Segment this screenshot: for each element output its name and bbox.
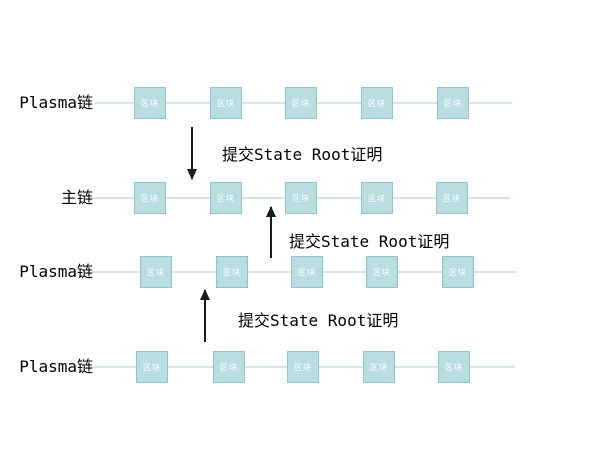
block: 区块 [285,87,317,119]
annotation-text: 提交State Root证明 [289,232,450,251]
chain-label-plasma-2: Plasma链 [19,262,93,281]
chain-label-plasma-1: Plasma链 [19,93,93,112]
block-label: 区块 [449,267,467,277]
block-label: 区块 [147,267,165,277]
block-label: 区块 [298,267,316,277]
arrow-up-icon [266,206,276,258]
chain-row-plasma-3: Plasma链 区块 区块 区块 区块 区块 [0,351,600,383]
block: 区块 [437,87,469,119]
chain-row-plasma-1: Plasma链 区块 区块 区块 区块 区块 [0,87,600,119]
block-label: 区块 [223,267,241,277]
chain-row-plasma-2: Plasma链 区块 区块 区块 区块 区块 [0,256,600,288]
block: 区块 [363,351,395,383]
block: 区块 [216,256,248,288]
chain-label-main-chain: 主链 [60,188,93,207]
block: 区块 [136,351,168,383]
chain-row-main-chain: 主链 区块 区块 区块 区块 区块 [0,182,600,214]
block-label: 区块 [370,362,388,372]
block-label: 区块 [292,193,310,203]
arrow-up-icon [200,289,210,342]
block-label: 区块 [443,193,461,203]
block-label: 区块 [445,362,463,372]
arrowhead-icon [200,289,210,300]
block-label: 区块 [294,362,312,372]
block: 区块 [134,182,166,214]
block-label: 区块 [368,193,386,203]
block: 区块 [438,351,470,383]
block: 区块 [442,256,474,288]
block: 区块 [287,351,319,383]
block: 区块 [366,256,398,288]
block: 区块 [291,256,323,288]
block-label: 区块 [220,362,238,372]
arrow-down-icon [187,127,197,180]
arrowhead-icon [266,206,276,217]
block: 区块 [213,351,245,383]
block: 区块 [134,87,166,119]
chain-label-plasma-3: Plasma链 [19,357,93,376]
block-label: 区块 [143,362,161,372]
arrowhead-icon [187,169,197,180]
block-label: 区块 [217,193,235,203]
block: 区块 [210,182,242,214]
block-label: 区块 [368,98,386,108]
block: 区块 [210,87,242,119]
block-label: 区块 [373,267,391,277]
block: 区块 [361,182,393,214]
annotation-text: 提交State Root证明 [222,145,383,164]
block-label: 区块 [141,193,159,203]
block: 区块 [436,182,468,214]
block-label: 区块 [217,98,235,108]
block: 区块 [285,182,317,214]
annotation-text: 提交State Root证明 [238,311,399,330]
block: 区块 [140,256,172,288]
block: 区块 [361,87,393,119]
block-label: 区块 [292,98,310,108]
block-label: 区块 [141,98,159,108]
block-label: 区块 [444,98,462,108]
